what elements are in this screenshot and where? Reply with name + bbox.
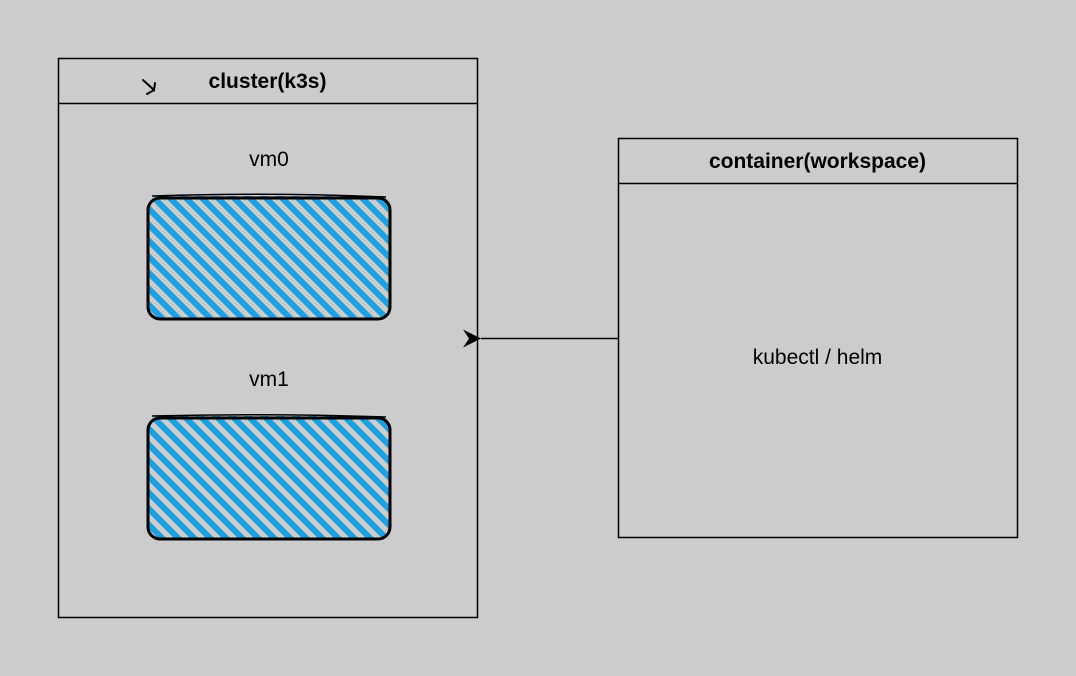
- hatch-line: [148, 416, 151, 538]
- hatch-line: [486, 414, 612, 540]
- hatch-line: [355, 196, 390, 318]
- hatch-line: [148, 196, 263, 318]
- hatch-line: [454, 194, 580, 320]
- hatch-line: [148, 416, 183, 538]
- hatch-line: [195, 416, 327, 538]
- vm1-sketch-stroke: [151, 413, 387, 418]
- vm0-hatch-fill: [148, 194, 644, 320]
- hatch-line: [148, 196, 279, 318]
- vm1-label: vm1: [249, 368, 289, 391]
- hatch-line: [179, 196, 311, 318]
- hatch-line: [148, 196, 183, 318]
- hatch-line: [148, 416, 199, 538]
- workspace-frame[interactable]: [617, 137, 1019, 539]
- hatch-line: [291, 416, 390, 538]
- vm1-hatch-fill: [148, 414, 644, 540]
- hatch-line: [275, 416, 390, 538]
- hatch-line: [422, 414, 548, 540]
- cluster-title: cluster(k3s): [208, 70, 327, 93]
- workspace-title: container(workspace): [708, 150, 927, 173]
- collapse-arrow-icon[interactable]: [142, 79, 156, 95]
- hatch-line: [275, 196, 390, 318]
- vm1-outline[interactable]: [146, 416, 392, 541]
- hatch-line: [339, 416, 390, 538]
- hatch-line: [148, 196, 247, 318]
- hatch-line: [406, 194, 532, 320]
- vm0-label: vm0: [249, 148, 289, 171]
- hatch-line: [148, 196, 167, 318]
- hatch-line: [518, 194, 644, 320]
- hatch-line: [371, 416, 390, 538]
- hatch-line: [227, 196, 359, 318]
- hatch-line: [243, 416, 375, 538]
- hatch-line: [148, 416, 231, 538]
- hatch-line: [438, 414, 564, 540]
- hatch-line: [211, 196, 343, 318]
- workspace-body-text: kubectl / helm: [752, 346, 883, 369]
- hatch-line: [518, 414, 644, 540]
- hatch-line: [148, 416, 279, 538]
- hatch-line: [179, 416, 311, 538]
- hatch-line: [259, 416, 390, 538]
- hatch-line: [486, 194, 612, 320]
- hatch-line: [339, 196, 390, 318]
- hatch-line: [307, 196, 390, 318]
- hatch-line: [387, 196, 390, 318]
- hatch-line: [148, 196, 231, 318]
- hatch-line: [422, 194, 548, 320]
- hatch-line: [259, 196, 390, 318]
- hatch-line: [163, 416, 295, 538]
- vm0-outline[interactable]: [146, 196, 392, 321]
- hatch-line: [148, 416, 167, 538]
- hatch-line: [148, 416, 247, 538]
- vm0-sketch-stroke: [151, 193, 387, 198]
- hatch-line: [502, 194, 628, 320]
- hatch-line: [470, 414, 596, 540]
- hatch-line: [502, 414, 628, 540]
- hatch-line: [371, 196, 390, 318]
- hatch-line: [243, 196, 375, 318]
- hatch-line: [163, 196, 295, 318]
- vm0-node[interactable]: [22, 193, 644, 321]
- hatch-line: [211, 416, 343, 538]
- hatch-line: [470, 194, 596, 320]
- vm1-node[interactable]: [22, 413, 644, 541]
- hatch-line: [195, 196, 327, 318]
- hatch-line: [148, 416, 263, 538]
- hatch-line: [148, 196, 151, 318]
- hatch-line: [454, 414, 580, 540]
- hatch-line: [291, 196, 390, 318]
- hatch-line: [148, 196, 199, 318]
- workspace-container[interactable]: [617, 137, 1019, 539]
- hatch-line: [438, 194, 564, 320]
- hatch-line: [406, 414, 532, 540]
- hatch-line: [355, 416, 390, 538]
- hatch-line: [307, 416, 390, 538]
- hatch-line: [387, 416, 390, 538]
- hatch-line: [227, 416, 359, 538]
